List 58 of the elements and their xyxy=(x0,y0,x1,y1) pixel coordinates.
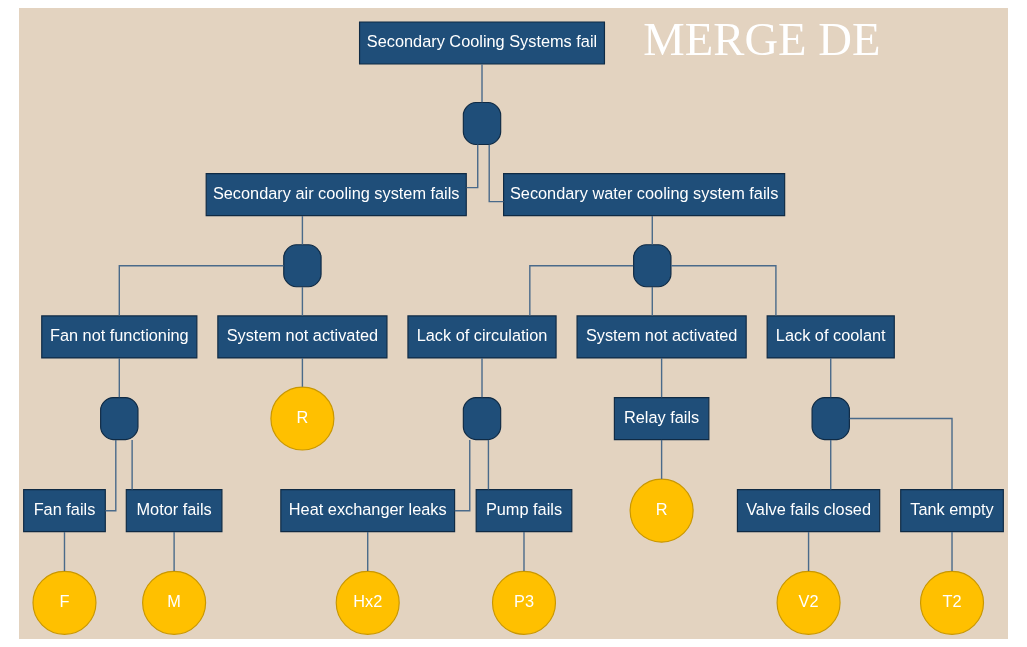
connector xyxy=(301,357,304,388)
connector xyxy=(454,439,471,512)
node-box: Secondary Cooling Systems fail xyxy=(358,21,606,65)
node-circle: Hx2 xyxy=(335,570,400,635)
node-gate xyxy=(462,396,502,441)
node-box: System not activated xyxy=(217,315,388,359)
connector xyxy=(951,531,953,572)
node-box: System not activated xyxy=(576,315,747,359)
node-box: Secondary air cooling system fails xyxy=(205,173,467,217)
node-box: Heat exchanger leaks xyxy=(280,489,456,533)
connector xyxy=(301,286,304,317)
connector xyxy=(670,265,777,317)
node-gate xyxy=(811,396,850,441)
connector xyxy=(488,144,505,203)
node-gate xyxy=(283,244,322,288)
connector xyxy=(529,265,634,317)
connector xyxy=(104,439,117,512)
connector xyxy=(301,215,304,246)
connector xyxy=(660,439,663,480)
connector xyxy=(660,357,663,398)
node-circle: P3 xyxy=(491,570,557,635)
connector xyxy=(131,439,133,491)
node-box: Pump fails xyxy=(475,489,573,533)
node-box: Fan not functioning xyxy=(41,315,198,359)
node-box: Tank empty xyxy=(900,489,1004,533)
connector xyxy=(63,531,66,572)
node-box: Secondary water cooling system fails xyxy=(503,173,786,217)
node-circle: F xyxy=(32,570,97,635)
connector xyxy=(807,531,810,572)
node-circle: T2 xyxy=(919,570,985,635)
node-box: Relay fails xyxy=(613,396,710,441)
connector xyxy=(173,531,175,572)
node-circle: M xyxy=(142,570,207,635)
connector xyxy=(651,215,653,246)
connector xyxy=(118,357,120,398)
connector xyxy=(481,357,483,398)
connector xyxy=(465,143,479,189)
connector xyxy=(523,531,525,572)
connector xyxy=(848,417,953,490)
connector xyxy=(118,265,285,317)
node-box: Motor fails xyxy=(125,489,223,533)
connector xyxy=(830,357,832,398)
label: MERGE DE xyxy=(643,12,881,65)
connector xyxy=(651,286,653,317)
node-gate xyxy=(462,101,502,146)
node-box: Lack of circulation xyxy=(407,315,557,359)
node-box: Valve fails closed xyxy=(736,489,881,533)
node-box: Lack of coolant xyxy=(766,315,895,359)
node-gate xyxy=(633,244,672,288)
connector xyxy=(830,439,832,491)
node-gate xyxy=(100,396,139,441)
node-circle: R xyxy=(270,386,335,451)
connector xyxy=(367,531,369,572)
connector xyxy=(481,63,483,103)
node-circle: R xyxy=(629,478,694,543)
connector xyxy=(487,439,490,491)
node-circle: V2 xyxy=(776,570,841,635)
node-box: Fan fails xyxy=(23,489,106,533)
